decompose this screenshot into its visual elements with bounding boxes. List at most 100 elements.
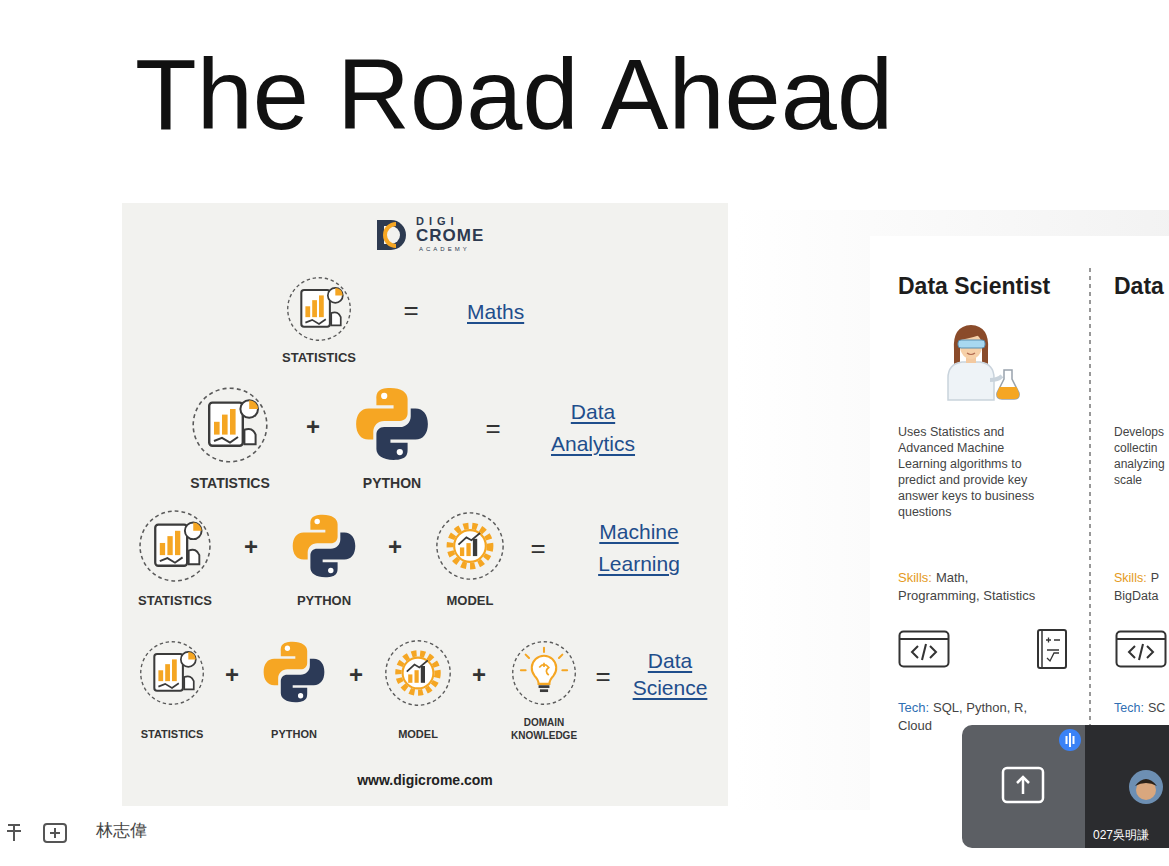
code-icon: [1117, 632, 1166, 667]
python-logos: [264, 388, 428, 702]
field-value: SC: [1148, 701, 1165, 715]
drawn-use: [193, 388, 267, 462]
website-url: www.digicrome.com: [122, 771, 728, 789]
text-slot: +: [244, 535, 258, 559]
video-tile: [962, 725, 1169, 848]
icon-node: PYTHON: [258, 639, 330, 742]
icon-label: DOMAIN KNOWLEDGE: [508, 717, 580, 742]
tech-line: Tech: SC: [1114, 699, 1169, 717]
panel-node: DataDevelops collectin analyzing scaleSk…: [1114, 272, 1169, 742]
drawn-path: [948, 362, 994, 400]
panel-node: Data ScientistUses Statistics and Advanc…: [898, 272, 1083, 742]
drawn-path: [385, 224, 396, 246]
column-divider: [1089, 268, 1091, 725]
drawn-path: [954, 325, 988, 364]
logo-word: DIGI: [416, 215, 459, 227]
text-slot: +: [306, 415, 320, 439]
text-slot: CROME: [416, 227, 484, 245]
drawn-use: [293, 515, 356, 578]
drawn-circle: [1136, 780, 1156, 800]
icon-node: DOMAIN KNOWLEDGE: [505, 639, 583, 743]
text-slot: Data: [1114, 272, 1164, 300]
operator-sign: =: [403, 297, 418, 323]
infographic-panel: [122, 203, 728, 806]
operator-sign: +: [244, 535, 258, 559]
operator-sign: +: [388, 535, 402, 559]
icon-node: STATISTICS: [279, 275, 359, 366]
text-slot: Tech:SQL, Python, R, Cloud: [898, 699, 1058, 735]
text-slot: www.digicrome.com: [122, 771, 728, 789]
drawn-rect: [44, 824, 66, 842]
bulb-icon: [513, 642, 576, 705]
drawn-rect: [1085, 725, 1169, 848]
drawn-rect: [962, 725, 1169, 848]
icon-label: PYTHON: [297, 593, 351, 609]
text-slot: Skills:P BigData: [1114, 569, 1169, 605]
text-slot: Data Analytics: [538, 396, 648, 460]
panel-node: DIGICROMEACADEMY www.digicrome.com STATIST…: [122, 203, 728, 806]
field-key: Tech:: [1114, 701, 1144, 715]
drawn-rect: [1003, 768, 1043, 802]
slide-title: The Road Ahead: [135, 44, 893, 145]
drawn-use: [288, 278, 351, 341]
icon-label: PYTHON: [271, 728, 317, 742]
text-slot: +: [388, 535, 402, 559]
logo-word: CROME: [416, 227, 484, 245]
text-slot: =: [530, 535, 545, 561]
icon-label: STATISTICS: [141, 728, 204, 742]
text-slot: +: [225, 663, 239, 687]
field-key: Skills:: [1114, 571, 1147, 585]
icon-node: PYTHON: [287, 512, 361, 609]
icon-node: MODEL: [431, 510, 509, 609]
text-slot: 027吳明謙: [1093, 828, 1149, 842]
drawn-rect: [1073, 736, 1075, 744]
drawn-rect: [1069, 733, 1071, 747]
text-slot: Maths: [467, 296, 524, 328]
model-icons: [386, 513, 503, 705]
field-key: Tech:: [898, 700, 929, 715]
icon-label: MODEL: [398, 728, 438, 742]
drawn-use: [437, 513, 503, 579]
text-slot: Machine Learning: [584, 516, 694, 580]
role-heading: Data Scientist: [898, 272, 1050, 300]
text-slot: =: [403, 297, 418, 323]
participant-name: 027吳明謙: [1093, 828, 1149, 842]
text-slot: Develops collectin analyzing scale: [1114, 424, 1169, 488]
operator-sign: +: [472, 663, 486, 687]
icon-label: MODEL: [447, 593, 494, 609]
scientist-figure: [948, 325, 1019, 400]
operator-sign: =: [595, 663, 610, 689]
drawn-circle: [1059, 729, 1081, 751]
logo-mark: [377, 220, 406, 250]
toolbar-icons: [7, 824, 66, 842]
statistics-icons: [140, 278, 350, 705]
operator-sign: +: [225, 663, 239, 687]
icon-label: STATISTICS: [282, 350, 356, 366]
drawn-polyline: [1017, 777, 1029, 783]
drawn-path: [1135, 779, 1157, 786]
presenter-name: 林志偉: [96, 821, 147, 841]
code-icon: [900, 632, 949, 667]
text-slot: DIGI: [416, 215, 459, 227]
drawn-path: [1046, 638, 1060, 662]
operator-sign: =: [530, 535, 545, 561]
result-link: Machine Learning: [584, 516, 694, 580]
text-slot: Data Science: [620, 647, 720, 701]
text-slot: =: [485, 415, 500, 441]
drawn-path: [997, 387, 1019, 399]
icon-node: MODEL: [380, 638, 456, 742]
text-slot: 林志偉: [96, 821, 147, 841]
skills-line: Skills:Math, Programming, Statistics: [898, 569, 1048, 605]
drawn-path: [997, 370, 1019, 399]
text-slot: Skills:Math, Programming, Statistics: [898, 569, 1048, 605]
drawn-path: [967, 353, 975, 355]
text-slot: =: [595, 663, 610, 689]
text-slot: ACADEMY: [419, 246, 470, 253]
operator-sign: +: [349, 663, 363, 687]
drawn-path: [960, 332, 982, 340]
icon-label: PYTHON: [363, 475, 421, 493]
drawn-line: [1041, 630, 1043, 668]
text-slot: Tech: SC: [1114, 699, 1169, 717]
